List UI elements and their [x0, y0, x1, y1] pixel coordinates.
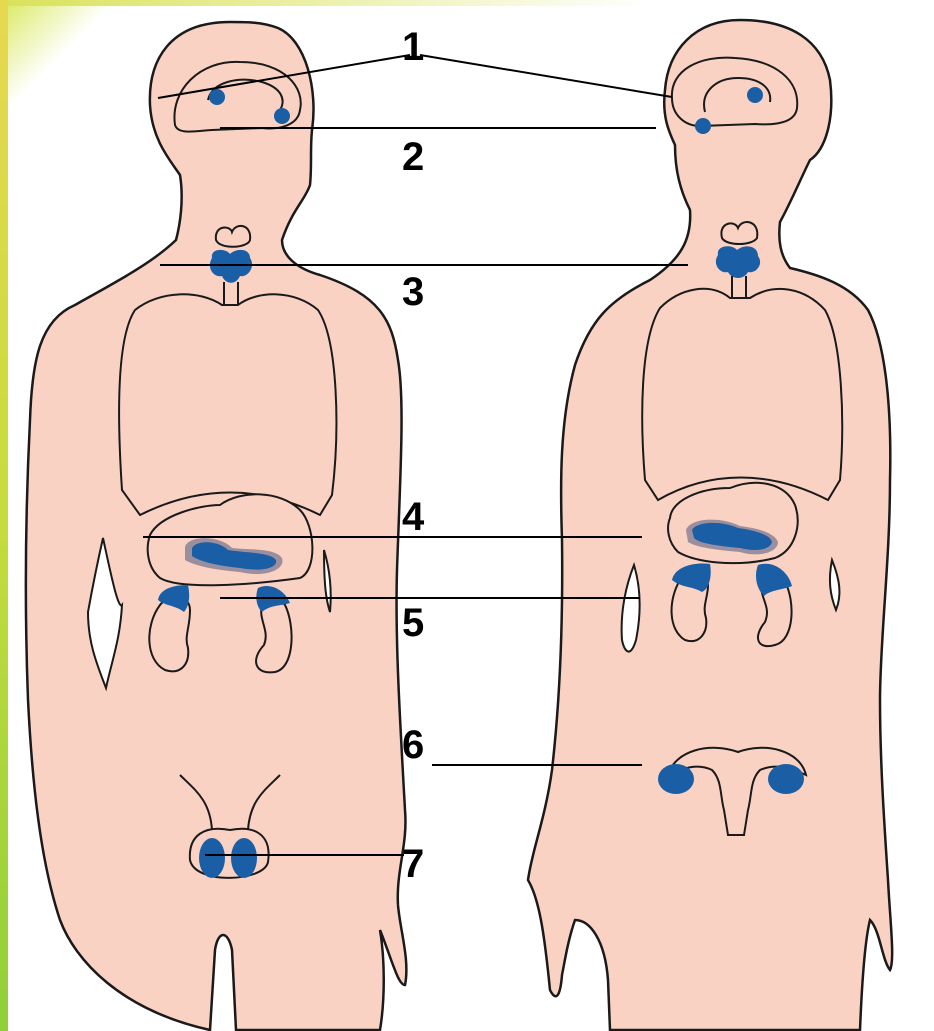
- female-figure: [528, 20, 892, 1030]
- label-3: 3: [402, 270, 424, 314]
- label-7: 7: [402, 842, 424, 886]
- label-6: 6: [402, 723, 424, 767]
- female-lungs-outline: [642, 289, 842, 500]
- label-2: 2: [402, 135, 424, 179]
- male-testis-right-icon: [231, 838, 257, 878]
- male-pineal-icon: [274, 108, 290, 124]
- female-ovary-right-icon: [768, 764, 804, 794]
- female-ovary-left-icon: [658, 764, 694, 794]
- male-pituitary-icon: [209, 89, 225, 105]
- male-larynx-outline: [216, 226, 250, 247]
- leader-1-female: [420, 55, 672, 97]
- female-larynx-outline: [721, 222, 757, 244]
- male-lungs-outline: [119, 294, 336, 515]
- label-4: 4: [402, 495, 425, 539]
- label-5: 5: [402, 601, 424, 645]
- female-pituitary-icon: [695, 118, 711, 134]
- male-testis-left-icon: [199, 838, 225, 878]
- female-pineal-icon: [747, 87, 763, 103]
- label-1: 1: [402, 25, 424, 69]
- male-figure: [26, 22, 406, 1030]
